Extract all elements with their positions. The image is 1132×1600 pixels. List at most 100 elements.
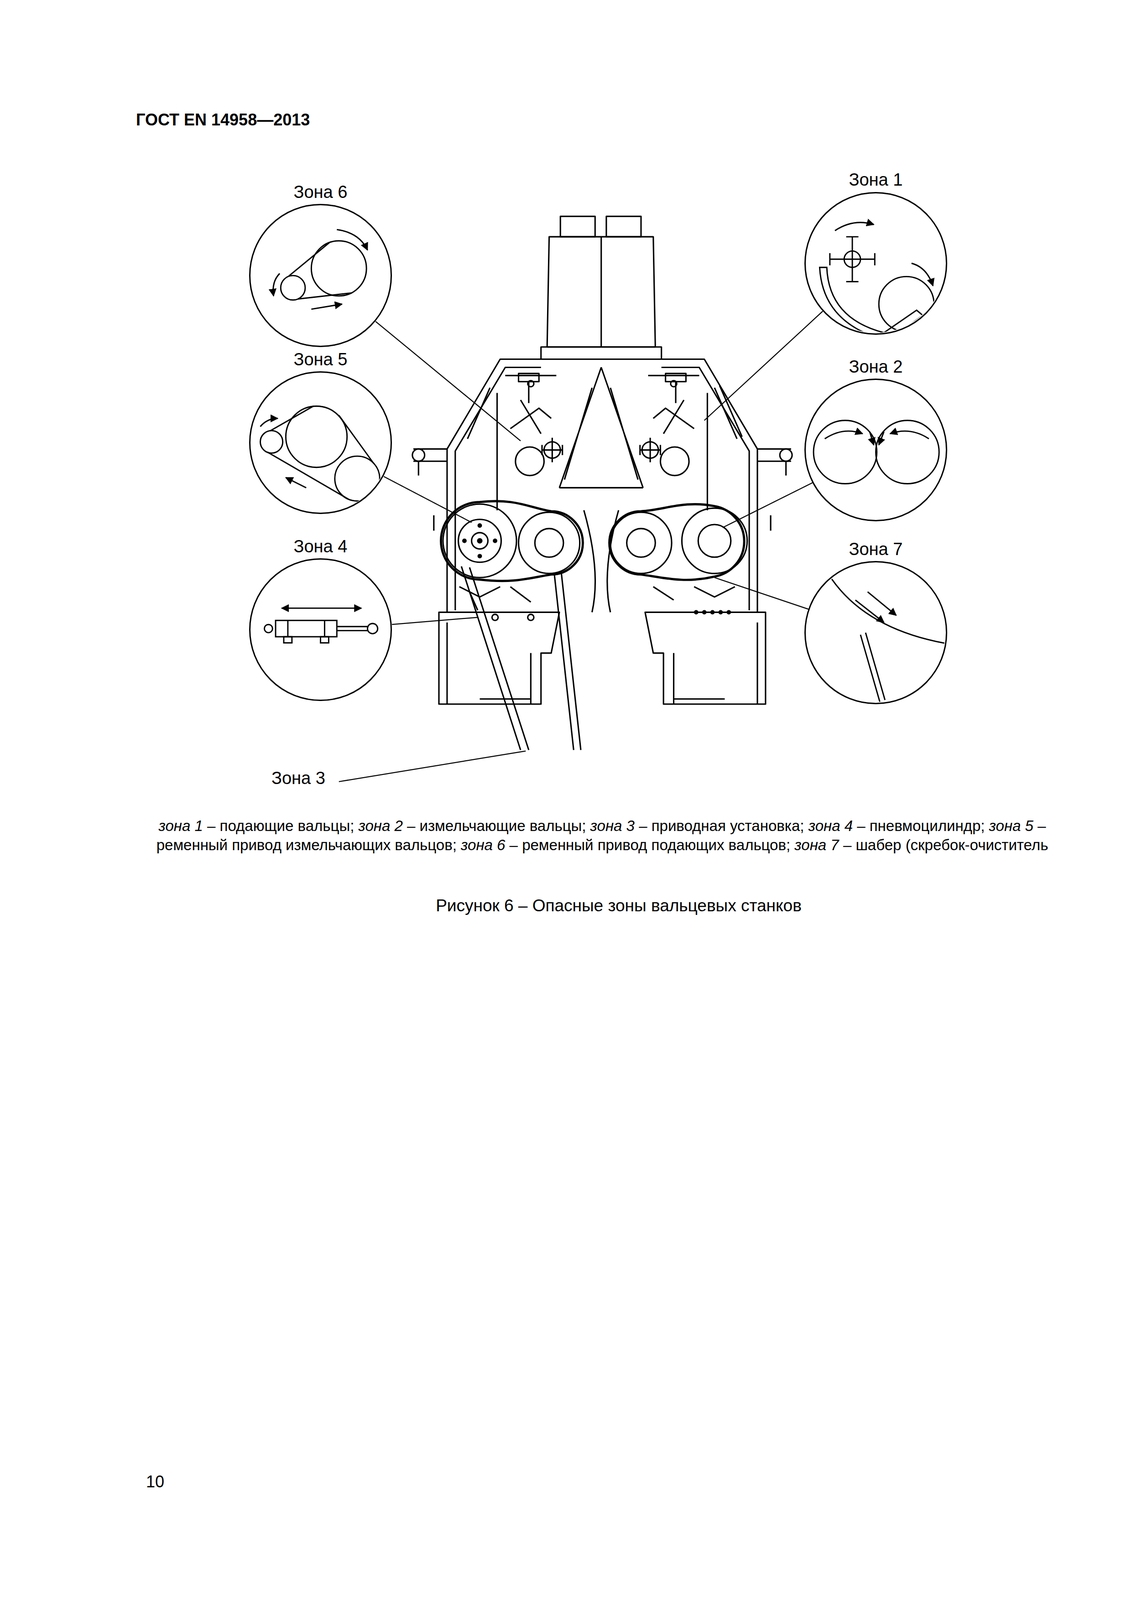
roller-mill xyxy=(534,528,564,558)
cylinder-icon xyxy=(320,636,329,643)
grinding-rolls-icon xyxy=(824,431,863,439)
leader-line xyxy=(375,321,521,442)
zone-circle: Зона 2 xyxy=(804,356,948,522)
grinding-rolls-icon xyxy=(878,431,884,445)
roller-mill xyxy=(626,528,656,558)
grinding-rolls-icon xyxy=(890,431,929,439)
belt-drive-icon xyxy=(267,406,374,500)
roller-mill xyxy=(413,448,448,462)
roller-mill xyxy=(461,566,581,751)
grinding-rolls-icon xyxy=(875,420,939,485)
roller-mill xyxy=(600,236,602,348)
zone-ring xyxy=(249,558,392,702)
roller-mill xyxy=(547,236,656,348)
roller-mill xyxy=(515,447,545,476)
grinding-rolls-icon xyxy=(813,420,939,485)
roller-mill xyxy=(606,216,642,237)
roller-mill xyxy=(719,610,723,615)
roller-mill xyxy=(527,614,534,621)
belt-drive-icon xyxy=(260,418,278,427)
roller-mill xyxy=(528,381,676,404)
feed-roll-icon xyxy=(878,276,934,332)
roller-mill xyxy=(584,510,619,613)
roller-mill xyxy=(541,347,662,360)
belt-drive-icon xyxy=(288,242,353,299)
zone-ring xyxy=(804,192,948,335)
zone-circle: Зона 4 xyxy=(249,536,392,702)
zone-circle: Зона 7 xyxy=(804,538,948,705)
belt-drive-icon xyxy=(273,273,280,297)
roller-mill xyxy=(505,375,700,377)
zone-key-term: зона 7 xyxy=(794,836,839,854)
zone-key-text: – подающие вальцы; xyxy=(207,817,355,835)
roller-mill xyxy=(463,539,467,543)
zone-label: Зона 1 xyxy=(804,169,948,191)
zone-label: Зона 3 xyxy=(271,767,326,790)
scraper-icon xyxy=(855,600,885,623)
roller-mill xyxy=(542,438,563,463)
roller-mill xyxy=(477,538,482,543)
leader-line xyxy=(704,311,824,421)
zone-key-term: зона 5 xyxy=(989,817,1034,835)
cylinder-icon xyxy=(367,623,378,634)
roller-mill xyxy=(412,216,793,751)
zone-key-text: – измельчающие вальцы; xyxy=(406,817,586,835)
grinding-rolls-icon xyxy=(869,431,874,445)
cylinder-icon xyxy=(264,624,273,633)
feed-roll-icon xyxy=(819,267,923,341)
scraper-icon xyxy=(860,632,886,703)
roller-mill xyxy=(610,512,672,574)
feed-roll-icon xyxy=(829,236,875,282)
roller-mill xyxy=(559,367,643,488)
belt-drive-icon xyxy=(311,304,342,310)
zone-ring xyxy=(804,378,948,522)
feed-roll-icon xyxy=(834,222,874,231)
belt-drive-icon xyxy=(285,406,347,468)
grinding-rolls-icon xyxy=(813,420,877,485)
cylinder-icon xyxy=(275,620,337,637)
roller-mill xyxy=(757,448,792,462)
roller-mill xyxy=(702,610,706,615)
figure-caption: Рисунок 6 – Опасные зоны вальцевых станк… xyxy=(435,895,802,917)
roller-mill xyxy=(660,447,689,476)
feed-roll-icon xyxy=(911,263,934,286)
roller-mill xyxy=(609,504,745,580)
page-number: 10 xyxy=(146,1471,165,1493)
scraper-icon xyxy=(867,592,897,616)
roller-mill xyxy=(694,610,698,615)
zone-label: Зона 4 xyxy=(249,536,392,558)
roller-mill xyxy=(433,515,771,532)
roller-mill xyxy=(653,586,736,600)
roller-mill xyxy=(471,532,489,550)
belt-drive-icon xyxy=(311,240,367,297)
zone-circle: Зона 5 xyxy=(249,349,392,515)
belt-drive-icon xyxy=(336,229,368,251)
roller-mill xyxy=(665,373,687,382)
roller-mill xyxy=(785,461,787,476)
belt-drive-icon xyxy=(280,275,306,301)
roller-mill xyxy=(459,586,532,611)
standard-header: ГОСТ EN 14958—2013 xyxy=(135,109,310,131)
zone-ring xyxy=(249,371,392,515)
zone-ring xyxy=(804,561,948,705)
cylinder-icon xyxy=(281,607,361,610)
zone-key-term: зона 4 xyxy=(808,817,853,835)
zone-circle: Зона 6 xyxy=(249,181,392,347)
roller-mill xyxy=(443,504,517,578)
zone-key-term: зона 6 xyxy=(460,836,506,854)
roller-mill xyxy=(455,367,750,611)
roller-mill xyxy=(458,519,501,563)
roller-mill xyxy=(779,448,793,462)
cylinder-icon xyxy=(264,608,378,643)
zone-label: Зона 5 xyxy=(249,349,392,371)
belt-drive-icon xyxy=(260,430,283,454)
roller-mill xyxy=(653,400,694,434)
roller-mill xyxy=(447,622,758,705)
zone-label: Зона 7 xyxy=(804,538,948,560)
leader-line xyxy=(391,617,478,626)
belt-drive-icon xyxy=(260,406,380,501)
scraper-icon xyxy=(826,571,955,703)
roller-mill xyxy=(640,438,661,463)
